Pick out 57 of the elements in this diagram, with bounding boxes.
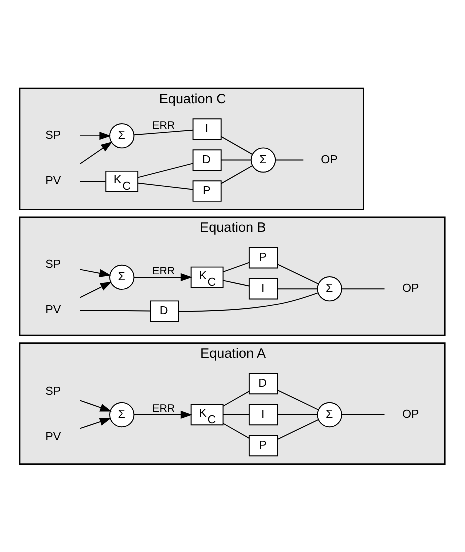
node-text: SP	[46, 128, 62, 142]
node-box: P	[248, 434, 278, 456]
connector	[220, 159, 252, 160]
node-text: OP	[321, 152, 338, 166]
node-box: D	[248, 372, 278, 394]
connector	[277, 264, 319, 284]
connector	[220, 164, 254, 184]
node-circle: Σ	[110, 402, 135, 428]
node-box: D	[192, 149, 222, 170]
node-text: OP	[402, 282, 420, 295]
node-circle: Σ	[250, 147, 276, 172]
node-box: D	[150, 300, 180, 322]
node-circle: Σ	[110, 122, 135, 148]
arrow	[134, 272, 193, 282]
connector	[277, 419, 319, 440]
connector	[277, 288, 318, 290]
node-circle: Σ	[317, 276, 342, 302]
arrow	[80, 418, 112, 429]
edge-label: ERR	[152, 402, 176, 414]
node-text: PV	[46, 302, 62, 316]
node-box: I	[248, 404, 278, 426]
node-text: PV	[46, 174, 62, 188]
arrow	[80, 141, 113, 164]
connector	[275, 159, 304, 160]
node-text: SP	[46, 257, 62, 270]
connector	[222, 414, 250, 415]
node-circle: Σ	[317, 402, 342, 428]
connector	[342, 414, 386, 415]
connector	[80, 310, 151, 312]
connector	[138, 182, 194, 190]
connector	[222, 390, 250, 406]
connector	[277, 414, 318, 415]
connector	[138, 162, 194, 178]
node-text: SP	[46, 384, 62, 398]
connector	[277, 389, 319, 410]
arrow	[80, 281, 112, 298]
node-box: P	[192, 180, 222, 202]
arrow	[134, 410, 193, 419]
connector	[134, 129, 194, 136]
edge-label: ERR	[152, 264, 176, 277]
node-circle: Σ	[110, 264, 135, 290]
connector	[222, 262, 250, 272]
node-box: I	[192, 118, 222, 140]
arrow	[80, 268, 112, 277]
node-text: PV	[46, 430, 62, 443]
node-text: OP	[402, 407, 420, 420]
node-box: I	[248, 278, 278, 300]
node-box: P	[248, 246, 278, 268]
connector	[80, 180, 106, 182]
arrow	[80, 400, 112, 412]
connector	[222, 280, 250, 286]
arrow	[80, 132, 112, 140]
connector	[342, 288, 386, 290]
edge-label: ERR	[152, 120, 176, 132]
connector	[222, 422, 250, 438]
connector	[220, 136, 254, 155]
connector	[178, 292, 318, 312]
